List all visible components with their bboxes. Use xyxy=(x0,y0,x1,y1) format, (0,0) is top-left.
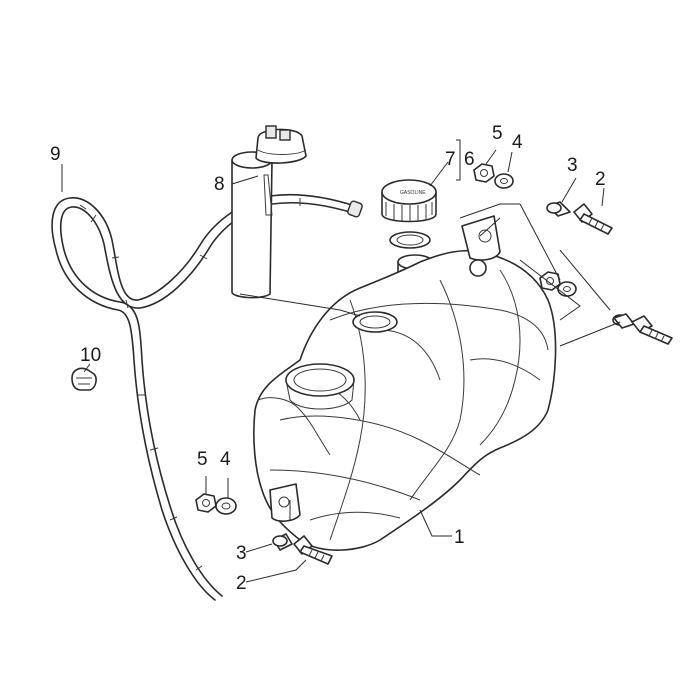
fuel-cap: GASOLINE xyxy=(381,179,437,223)
callout-3-lower: 3 xyxy=(236,543,247,564)
fuel-hose xyxy=(51,193,363,601)
callout-5-upper: 5 xyxy=(492,123,503,144)
callout-7: 7 xyxy=(445,149,456,170)
callout-labels: 1 2 2 3 3 4 4 5 5 6 7 8 9 10 xyxy=(50,123,606,594)
spacer-upper xyxy=(546,201,571,217)
spacer-right xyxy=(612,313,635,329)
callout-8: 8 xyxy=(214,174,225,195)
spacer-lower xyxy=(272,533,293,551)
callout-2-upper: 2 xyxy=(595,169,606,190)
fuel-tank xyxy=(253,215,557,551)
callout-3-upper: 3 xyxy=(567,155,578,176)
fuel-level-sender xyxy=(231,125,307,299)
washer-lower xyxy=(215,497,237,515)
bolt-right xyxy=(631,315,673,345)
cap-label: GASOLINE xyxy=(400,190,426,196)
hose-end-fitting xyxy=(347,200,363,218)
bolt-upper xyxy=(573,203,613,235)
nut-upper xyxy=(473,163,495,183)
callout-5-lower: 5 xyxy=(197,449,208,470)
washer-upper xyxy=(494,173,514,189)
leader-lines xyxy=(61,139,621,583)
tank-sender-opening xyxy=(352,311,398,333)
callout-10: 10 xyxy=(80,345,101,366)
hose-clip xyxy=(71,367,97,391)
nut-lower xyxy=(195,493,217,513)
callout-4-upper: 4 xyxy=(512,132,523,153)
callout-9: 9 xyxy=(50,144,61,165)
tank-lower-mount-tab xyxy=(269,483,301,522)
callout-1: 1 xyxy=(454,527,465,548)
callout-2-lower: 2 xyxy=(236,573,247,594)
washer-mid xyxy=(557,281,577,297)
callout-6: 6 xyxy=(464,149,475,170)
callout-4-lower: 4 xyxy=(220,449,231,470)
cap-gasket xyxy=(389,231,431,249)
bolt-lower xyxy=(293,535,333,565)
